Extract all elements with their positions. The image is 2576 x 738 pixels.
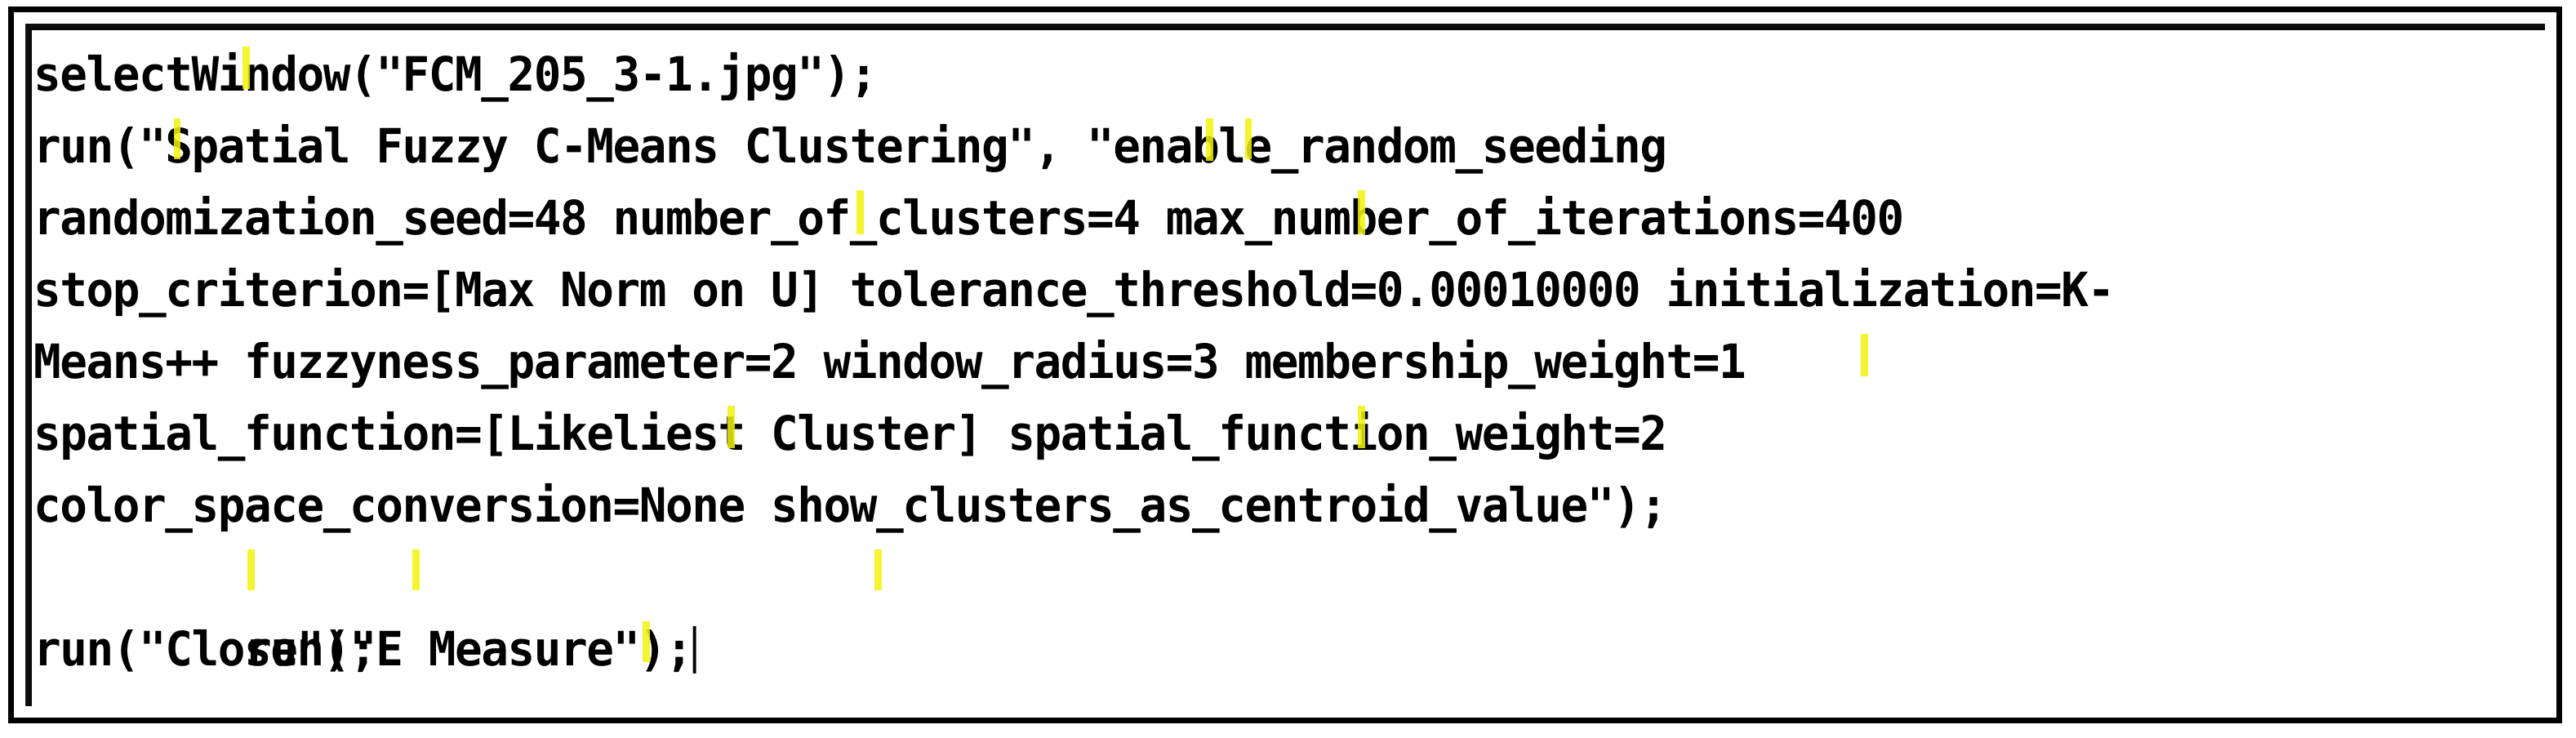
code-area[interactable]: selectWindow("FCM_205_3-1.jpg"); run("Sp… xyxy=(33,38,2545,706)
script-editor-window[interactable]: selectWindow("FCM_205_3-1.jpg"); run("Sp… xyxy=(8,7,2562,723)
code-line[interactable]: run("Spatial Fuzzy C-Means Clustering", … xyxy=(33,118,1667,174)
text-caret xyxy=(693,626,697,674)
code-line-with-caret[interactable]: run("E Measure"); xyxy=(33,541,2457,677)
script-text-panel[interactable]: selectWindow("FCM_205_3-1.jpg"); run("Sp… xyxy=(25,24,2545,706)
panel-left-rule xyxy=(29,27,32,706)
code-line[interactable]: spatial_function=[Likeliest Cluster] spa… xyxy=(33,406,1667,461)
code-line[interactable]: run("Close"); xyxy=(33,621,377,677)
code-line[interactable]: Means++ fuzzyness_parameter=2 window_rad… xyxy=(33,334,1746,389)
code-line[interactable]: stop_criterion=[Max Norm on U] tolerance… xyxy=(33,262,2115,318)
code-line[interactable]: color_space_conversion=None show_cluster… xyxy=(33,478,1667,533)
code-line[interactable]: selectWindow("FCM_205_3-1.jpg"); xyxy=(33,47,877,102)
code-line[interactable]: randomization_seed=48 number_of_clusters… xyxy=(33,190,1904,246)
panel-top-rule xyxy=(29,27,2545,30)
